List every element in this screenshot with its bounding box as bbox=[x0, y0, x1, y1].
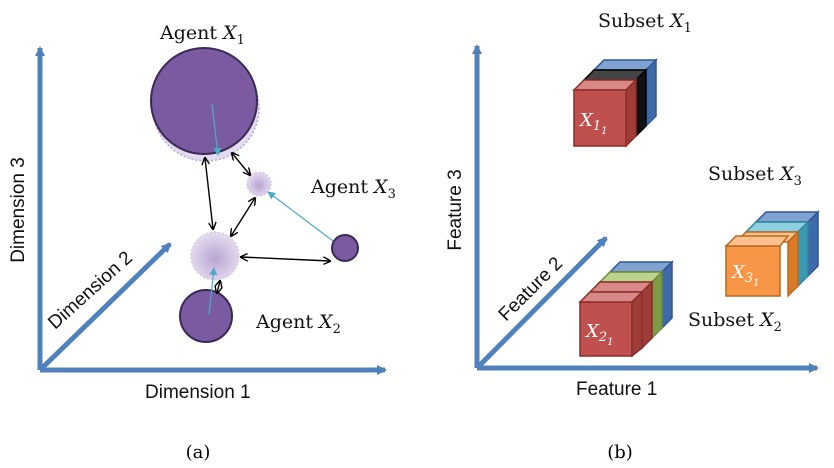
label-agent-x1: Agent X1 bbox=[159, 22, 245, 48]
caption-b: (b) bbox=[607, 442, 633, 463]
interaction-x2-x3 bbox=[241, 257, 330, 261]
label-agent-x2: Agent X2 bbox=[255, 311, 341, 337]
label-subset-x1: Subset X1 bbox=[598, 10, 692, 36]
agent-x3-node bbox=[331, 234, 359, 262]
agent-x3-origin-node bbox=[246, 171, 272, 197]
label-subset-x3: Subset X3 bbox=[708, 163, 802, 189]
interaction-x1-x3 bbox=[232, 153, 250, 175]
cube-stack-subset-x3: X31 bbox=[724, 210, 820, 298]
movement-arrow-x2 bbox=[208, 267, 218, 315]
cube-label-x11: X11 bbox=[578, 110, 607, 137]
axis-label-feature-1: Feature 1 bbox=[576, 379, 657, 400]
axis-label-dimension-1: Dimension 1 bbox=[145, 382, 251, 403]
agent-x2-origin-node bbox=[190, 231, 240, 281]
agent-x2-node bbox=[179, 289, 233, 343]
cube-label-x31: X31 bbox=[730, 262, 759, 289]
interaction-arrows bbox=[205, 153, 330, 293]
axis-label-feature-3: Feature 3 bbox=[445, 169, 466, 250]
caption-a: (a) bbox=[186, 442, 211, 463]
movement-arrow-x1 bbox=[211, 103, 222, 156]
label-agent-x3: Agent X3 bbox=[310, 176, 396, 202]
label-subset-x2: Subset X2 bbox=[688, 309, 782, 335]
panel-a: Dimension 1 Dimension 3 Dimension 2 bbox=[8, 22, 396, 463]
axes-b bbox=[472, 44, 819, 373]
agent-x1-node bbox=[150, 47, 260, 162]
interaction-x2-x2 bbox=[217, 281, 220, 293]
interaction-x3-x2 bbox=[231, 198, 255, 236]
cube-stack-subset-x2: X21 bbox=[578, 260, 674, 358]
axis-feature-2 bbox=[475, 236, 608, 370]
cube-label-x21: X21 bbox=[584, 321, 613, 348]
movement-arrow-x3 bbox=[267, 191, 334, 242]
panel-b: Feature 1 Feature 3 Feature 2 X11 bbox=[445, 10, 820, 463]
interaction-x1-x2 bbox=[205, 158, 213, 229]
axis-dimension-2 bbox=[38, 242, 172, 372]
cube-stack-subset-x1: X11 bbox=[572, 58, 658, 148]
axis-label-dimension-3: Dimension 3 bbox=[8, 157, 29, 263]
axes-a bbox=[35, 46, 387, 375]
